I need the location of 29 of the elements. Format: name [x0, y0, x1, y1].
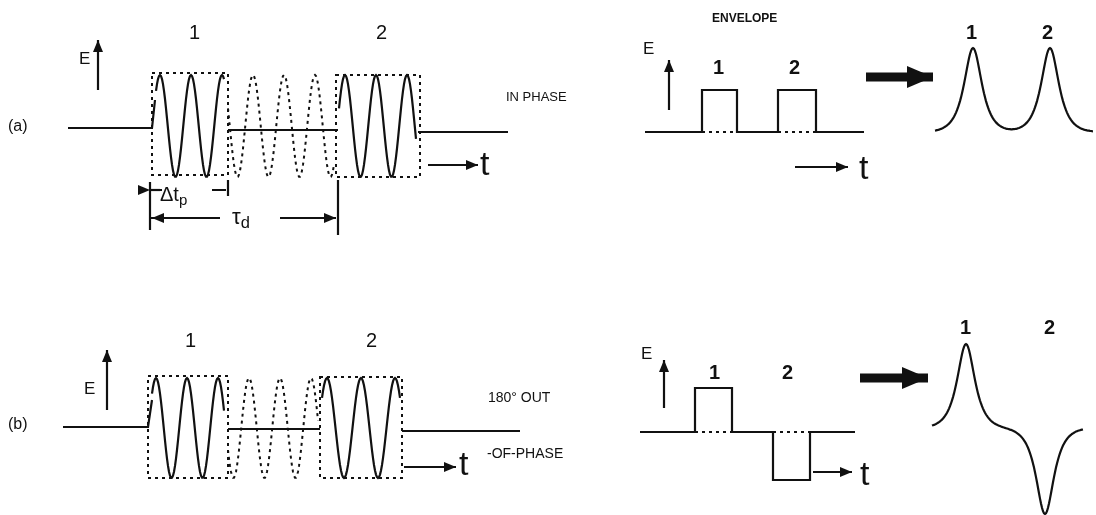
axis-label: t — [480, 146, 490, 180]
pulse-number: 1 — [713, 57, 725, 77]
pulse-number: 2 — [782, 362, 794, 382]
pulse-number: 1 — [709, 362, 721, 382]
arrow — [866, 66, 933, 88]
axis-label: E — [643, 40, 655, 57]
phase-note: IN PHASE — [506, 90, 567, 103]
pulse-number: 2 — [366, 330, 378, 350]
axis-label: t — [859, 150, 869, 184]
phase-note: 180° OUT — [488, 390, 551, 404]
panel-label: (b) — [8, 416, 28, 432]
pulse-number: 1 — [966, 22, 978, 42]
pulse-number: 2 — [1042, 22, 1054, 42]
pulse-number: 1 — [960, 317, 972, 337]
panel-label: (a) — [8, 118, 28, 134]
phase-note: -OF-PHASE — [487, 446, 564, 460]
pulse-number: 2 — [376, 22, 388, 42]
axis-label: t — [459, 446, 469, 480]
pulse-number: 2 — [1044, 317, 1056, 337]
axis-label: t — [860, 456, 870, 490]
pulse-number: 2 — [789, 57, 801, 77]
axis-label: E — [84, 380, 96, 397]
arrow — [860, 367, 928, 389]
dimension-label: τ$_{d}$ — [232, 206, 250, 228]
axis-label: E — [641, 345, 653, 362]
pulse-number: 1 — [185, 330, 197, 350]
axis-label: E — [79, 50, 91, 67]
heading: ENVELOPE — [712, 12, 778, 24]
pulse-number: 1 — [189, 22, 201, 42]
